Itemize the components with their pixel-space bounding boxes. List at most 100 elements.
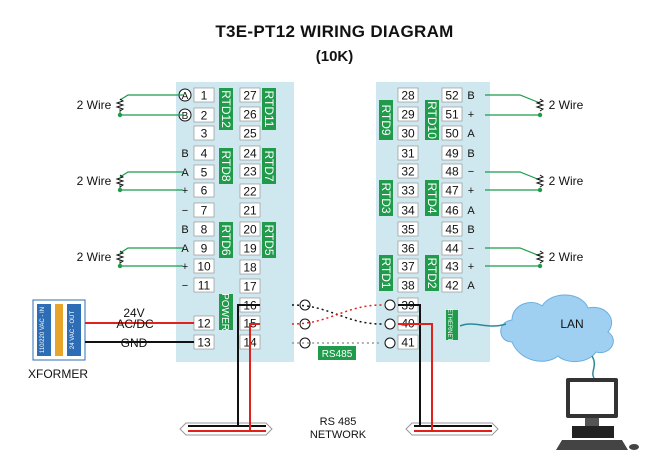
terminal-marker-5: + xyxy=(182,185,188,197)
lan-label: LAN xyxy=(560,317,583,331)
transformer-in-label: 110/220 VAC - IN xyxy=(40,307,46,353)
right-marker-1: + xyxy=(468,109,474,121)
right-rs485-pin-symbol-1 xyxy=(384,318,396,330)
right-2-wire-label-0: 2 Wire xyxy=(549,98,584,112)
mouse-icon xyxy=(629,444,639,450)
rtd-label-RTD11-bg xyxy=(262,88,276,130)
left-terminal-8-box xyxy=(193,221,215,237)
transformer-coil-out xyxy=(67,304,81,356)
left-terminal-7: 7 xyxy=(201,204,208,218)
rtd-label-RTD9-bg xyxy=(379,100,393,140)
left-terminal-8: 8 xyxy=(201,223,208,237)
lan-to-computer-cable xyxy=(591,355,596,379)
left-terminal-18-box xyxy=(239,259,261,275)
wire-dot xyxy=(117,187,123,193)
right-marker-3: B xyxy=(467,148,474,160)
right-rs485-pin-symbol-2 xyxy=(384,337,396,349)
resistor-icon xyxy=(115,250,125,264)
right-rs485-pin-symbol-0 xyxy=(384,299,396,311)
keyboard-icon xyxy=(556,440,628,450)
right-terminal-41: 41 xyxy=(401,336,415,350)
right-terminal-32: 32 xyxy=(401,165,415,179)
rtd-label-RTD11: RTD11 xyxy=(262,91,276,128)
terminal-marker-9: + xyxy=(182,261,188,273)
right-terminal-50-box xyxy=(441,125,463,141)
rtd-label-RTD4: RTD4 xyxy=(425,182,439,213)
resistor-icon xyxy=(535,174,545,188)
transformer-out-label: 24 VAC - OUT xyxy=(70,311,76,350)
right-marker-6: A xyxy=(467,205,475,217)
power-label-bg xyxy=(219,294,233,330)
left-terminal-5-box xyxy=(193,164,215,180)
right-terminal-30-box xyxy=(397,125,419,141)
right-terminal-52-box xyxy=(441,87,463,103)
right-terminal-33: 33 xyxy=(401,184,415,198)
rs485-bus-left xyxy=(179,422,273,436)
right-terminal-51: 51 xyxy=(445,108,459,122)
right-marker-10: A xyxy=(467,280,475,292)
rs485-network-label: RS 485 NETWORK xyxy=(309,416,367,441)
resistor-icon xyxy=(535,98,545,112)
rtd-label-RTD8: RTD8 xyxy=(219,150,233,181)
right-terminal-37: 37 xyxy=(401,260,415,274)
rs485-right-black xyxy=(398,304,421,426)
transformer-core xyxy=(55,304,63,356)
left-terminal-17: 17 xyxy=(243,280,257,294)
left-terminal-23-box xyxy=(239,163,261,179)
right-terminal-41-box xyxy=(397,334,419,350)
power-gnd-label: GND xyxy=(121,336,148,350)
rtd-label-RTD1: RTD1 xyxy=(379,257,393,288)
right-terminal-49-box xyxy=(441,145,463,161)
right-terminal-38-box xyxy=(397,277,419,293)
right-terminal-43: 43 xyxy=(445,260,459,274)
computer-base xyxy=(572,426,614,438)
rtd-label-RTD2: RTD2 xyxy=(425,257,439,288)
right-terminal-46: 46 xyxy=(445,204,459,218)
wire-dot xyxy=(537,187,543,193)
diagram-title: T3E-PT12 WIRING DIAGRAM xyxy=(215,22,454,41)
right-terminal-36-box xyxy=(397,240,419,256)
left-terminal-7-box xyxy=(193,202,215,218)
left-terminal-22-box xyxy=(239,183,261,199)
terminal-marker-4: A xyxy=(181,167,189,179)
rtd-label-RTD2-bg xyxy=(425,255,439,291)
diagram-subtitle: (10K) xyxy=(315,48,354,65)
rs485-pin-symbol-2 xyxy=(299,337,311,349)
right-terminal-46-box xyxy=(441,202,463,218)
left-2-wire-label-0: 2 Wire xyxy=(77,98,112,112)
ethernet-label: ETHERNET xyxy=(446,309,452,342)
xformer-label: XFORMER xyxy=(28,367,88,381)
right-terminal-42-box xyxy=(441,277,463,293)
right-marker-8: − xyxy=(468,243,474,255)
left-terminal-4: 4 xyxy=(201,147,208,161)
rs485-left-red xyxy=(249,323,260,431)
lan-cloud-icon xyxy=(500,294,614,362)
left-terminal-11-box xyxy=(193,277,215,293)
right-terminal-48-box xyxy=(441,163,463,179)
rtd-label-RTD7-bg xyxy=(262,148,276,184)
left-terminal-12: 12 xyxy=(197,317,211,331)
left-terminal-1: 1 xyxy=(201,89,208,103)
rs485-pin-symbol-0 xyxy=(299,299,311,311)
rtd-label-RTD1-bg xyxy=(379,255,393,291)
left-terminal-24: 24 xyxy=(243,147,257,161)
left-terminal-20-box xyxy=(239,221,261,237)
right-terminal-45-box xyxy=(441,221,463,237)
right-terminal-35: 35 xyxy=(401,223,415,237)
resistor-icon xyxy=(115,98,125,112)
right-terminal-48: 48 xyxy=(445,165,459,179)
rs485-cross-b xyxy=(291,304,383,325)
right-terminal-38: 38 xyxy=(401,279,415,293)
rtd-label-RTD6: RTD6 xyxy=(219,224,233,255)
left-sensor-wire-b-2 xyxy=(119,260,183,267)
right-marker-0: B xyxy=(467,90,474,102)
terminal-marker-10: − xyxy=(182,280,188,292)
right-terminal-35-box xyxy=(397,221,419,237)
left-terminal-17-box xyxy=(239,278,261,294)
terminal-marker-7: B xyxy=(181,224,188,236)
left-terminal-18: 18 xyxy=(243,261,257,275)
left-terminal-1-box xyxy=(193,87,215,103)
left-terminal-11: 11 xyxy=(198,279,211,293)
left-terminal-23: 23 xyxy=(243,165,257,179)
